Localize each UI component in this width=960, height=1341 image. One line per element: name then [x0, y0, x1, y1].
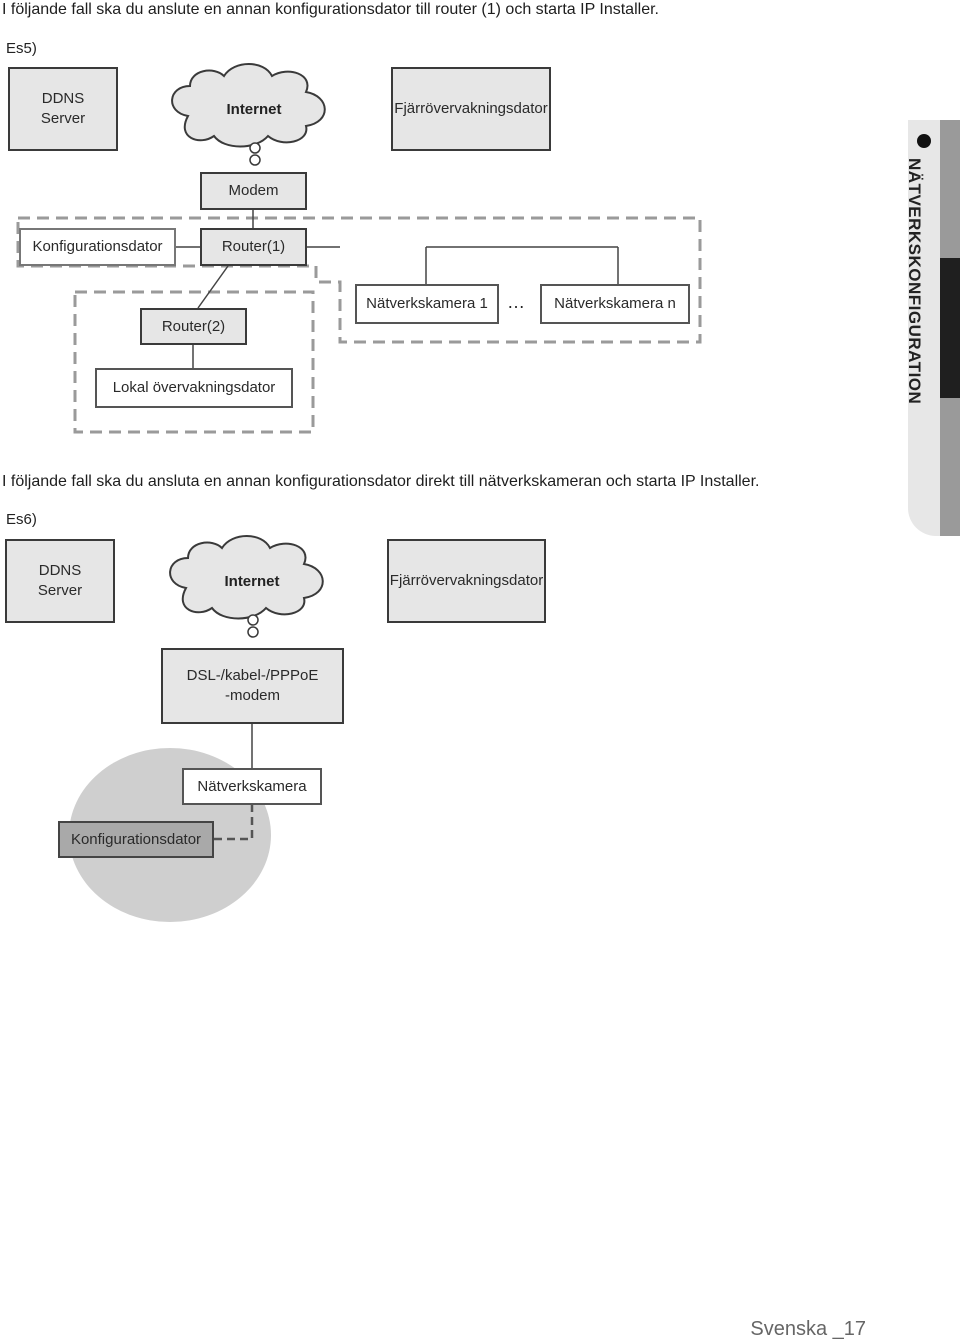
cameran-label: Nätverkskamera n — [554, 295, 676, 312]
config-pc-label-es5: Konfigurationsdator — [32, 238, 163, 255]
dashed-region-router2 — [73, 290, 315, 434]
cameras-ellipsis: … — [507, 292, 525, 312]
remote-monitoring-pc-label-es5: Fjärrövervakningsdator — [394, 100, 548, 117]
ddns-server-box-es5: DDNS Server — [8, 67, 118, 151]
config-pc-label-es6: Konfigurationsdator — [70, 830, 202, 848]
internet-label-es6: Internet — [224, 573, 280, 590]
ddns-label-es6: DDNS — [38, 562, 82, 579]
intro-paragraph-es6: I följande fall ska du ansluta en annan … — [2, 473, 760, 490]
ddns-label-es5: DDNS — [41, 90, 85, 107]
bullet-icon — [917, 134, 931, 148]
ddns-server-box-es6: DDNS Server — [5, 539, 115, 623]
remote-monitoring-pc-label-es6: Fjärrövervakningsdator — [389, 572, 544, 589]
camera-label-es6: Nätverkskamera — [197, 777, 307, 795]
router2-label: Router(2) — [161, 317, 226, 335]
dsl-modem-label-line2: -modem — [224, 687, 280, 704]
page-footer: Svenska _17 — [750, 1318, 866, 1340]
modem-label-es5: Modem — [228, 182, 279, 199]
remote-monitoring-pc-box-es6: Fjärrövervakningsdator — [387, 539, 546, 623]
router1-label: Router(1) — [221, 238, 286, 255]
config-pc-box-es6: Konfigurationsdator — [58, 821, 214, 858]
router1-box: Router(1) — [200, 228, 307, 266]
modem-box-es5: Modem — [200, 172, 307, 210]
dashed-region-router1 — [16, 216, 702, 344]
server-label-es6: Server — [37, 582, 83, 599]
cameran-box: Nätverkskamera n — [540, 284, 690, 324]
dsl-modem-label-line1: DSL-/kabel-/PPPoE — [186, 667, 319, 684]
remote-monitoring-pc-box-es5: Fjärrövervakningsdator — [391, 67, 551, 151]
dsl-modem-box: DSL-/kabel-/PPPoE -modem — [161, 648, 344, 724]
internet-label-es5: Internet — [226, 101, 282, 118]
diagram-es5 — [16, 63, 702, 434]
camera-box-es6: Nätverkskamera — [182, 768, 322, 805]
camera1-label: Nätverkskamera 1 — [366, 295, 488, 312]
internet-cloud-es6 — [169, 535, 324, 620]
camera1-box: Nätverkskamera 1 — [355, 284, 499, 324]
example-label-es5: Es5) — [6, 40, 37, 57]
intro-paragraph-es5: I följande fall ska du anslute en annan … — [2, 1, 659, 18]
router2-box: Router(2) — [140, 308, 247, 345]
local-monitoring-pc-label: Lokal övervakningsdator — [112, 379, 276, 396]
local-monitoring-pc-box: Lokal övervakningsdator — [95, 368, 293, 408]
side-tab-marker — [940, 258, 960, 398]
example-label-es6: Es6) — [6, 511, 37, 528]
server-label-es5: Server — [40, 110, 86, 127]
internet-cloud-es5 — [171, 63, 326, 148]
section-title: NÄTVERKSKONFIGURATION — [905, 158, 924, 405]
config-pc-box-es5: Konfigurationsdator — [19, 228, 176, 266]
